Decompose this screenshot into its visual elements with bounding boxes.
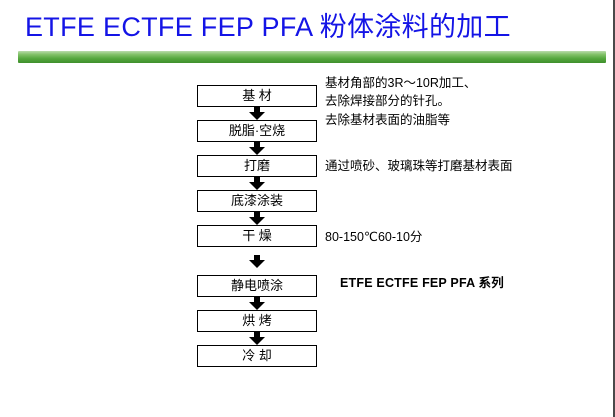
arrow-head: [249, 302, 265, 310]
flow-step-box: 静电喷涂: [197, 275, 317, 297]
title-accent-bar: [18, 51, 606, 63]
arrow-head: [249, 182, 265, 190]
flow-arrow-down-icon: [249, 297, 265, 310]
arrow-head: [249, 259, 265, 268]
flow-step-box: 烘 烤: [197, 310, 317, 332]
arrow-head: [249, 147, 265, 155]
flow-arrow-down-icon: [249, 332, 265, 345]
flow-step-box: 打磨: [197, 155, 317, 177]
arrow-shaft: [254, 177, 260, 183]
flow-step-box: 冷 却: [197, 345, 317, 367]
arrow-shaft: [254, 254, 260, 261]
annotation-text: 80-150℃60-10分: [325, 230, 423, 244]
arrow-shaft: [254, 142, 260, 148]
flow-arrow-down-icon: [249, 142, 265, 155]
flow-step-box: 脱脂·空烧: [197, 120, 317, 142]
arrow-shaft: [254, 107, 260, 113]
page-title: ETFE ECTFE FEP PFA 粉体涂料的加工: [25, 12, 511, 42]
arrow-shaft: [254, 297, 260, 303]
annotation-text: 通过喷砂、玻璃珠等打磨基材表面: [325, 159, 513, 173]
flow-step-box: 基 材: [197, 85, 317, 107]
arrow-shaft: [254, 212, 260, 218]
flow-step-box: 底漆涂装: [197, 190, 317, 212]
flow-step-box: 干 燥: [197, 225, 317, 247]
annotation-text: 去除焊接部分的针孔。: [325, 94, 451, 108]
arrow-shaft: [254, 332, 260, 338]
flow-arrow-down-icon: [249, 107, 265, 120]
flow-arrow-down-icon: [249, 212, 265, 225]
annotation-text: 去除基材表面的油脂等: [325, 113, 451, 127]
flow-arrow-down-icon: [249, 177, 265, 190]
arrow-head: [249, 217, 265, 225]
annotation-text: ETFE ECTFE FEP PFA 系列: [340, 276, 504, 290]
arrow-head: [249, 112, 265, 120]
arrow-head: [249, 337, 265, 345]
flow-arrow-down-icon: [249, 254, 265, 268]
annotation-text: 基材角部的3R～10R加工、: [325, 76, 477, 90]
